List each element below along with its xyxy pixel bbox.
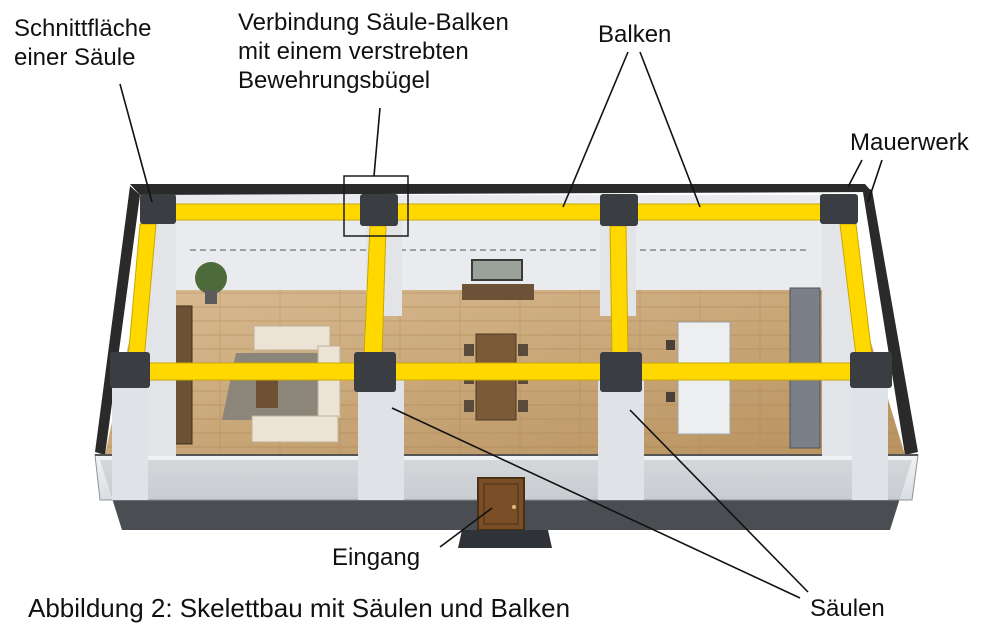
cap-back-1 [140, 194, 176, 224]
column-front-3 [598, 380, 644, 500]
column-front-2 [358, 380, 404, 500]
column-caps [110, 194, 892, 392]
leader-columns-1 [391, 407, 801, 599]
leader-masonry-2 [867, 159, 883, 203]
leader-column-section [119, 83, 153, 203]
connection-highlight-box [343, 175, 409, 237]
label-connection-line-1: Verbindung Säule-Balken [238, 9, 509, 36]
plant-pot [205, 290, 217, 304]
figure-caption: Abbildung 2: Skelettbau mit Säulen und B… [28, 593, 571, 623]
wall-picture [471, 259, 523, 281]
sofa-back [253, 325, 331, 351]
cap-back-4 [820, 194, 858, 224]
entrance-step [458, 530, 552, 548]
left-wall [95, 186, 140, 455]
leader-connection [373, 107, 381, 177]
right-wall [862, 186, 918, 455]
label-masonry: Mauerwerk [850, 129, 969, 156]
cap-front-1 [110, 352, 150, 388]
leader-columns-2 [629, 409, 809, 593]
label-columns: Säulen [810, 595, 885, 622]
label-entrance: Eingang [332, 544, 421, 571]
entrance-door [477, 477, 525, 531]
sofa-side [317, 345, 341, 419]
leader-beam-2 [639, 51, 701, 208]
label-connection-line-3: Bewehrungsbügel [238, 67, 431, 94]
column-front-4 [852, 378, 888, 500]
label-column-section-line-2: einer Säule [14, 44, 136, 71]
beam-front [139, 362, 861, 381]
label-column-section-line-1: Schnittfläche [14, 15, 152, 42]
cap-front-2 [354, 352, 396, 392]
sofa-front [251, 415, 339, 443]
cap-back-2 [360, 194, 398, 226]
leader-masonry-1 [847, 159, 863, 188]
label-beams: Balken [598, 21, 672, 48]
top-wall [130, 184, 872, 195]
beam-back [169, 203, 833, 221]
leader-lines [119, 51, 883, 599]
leader-entrance [439, 507, 493, 548]
label-connection-line-2: mit einem verstrebten [238, 38, 469, 65]
sideboard [462, 284, 534, 300]
leader-beam-1 [562, 51, 629, 208]
coffee-table [256, 378, 278, 408]
column-front-1 [112, 378, 148, 500]
label-column-section: Schnittfläche einer Säule [14, 14, 151, 72]
cap-front-3 [600, 352, 642, 392]
door-panel [483, 483, 519, 525]
cap-front-4 [850, 352, 892, 388]
beam-cross-2 [609, 225, 629, 357]
plant [195, 262, 227, 294]
beams [127, 203, 873, 381]
cap-back-3 [600, 194, 638, 226]
door-knob [512, 505, 516, 509]
label-connection: Verbindung Säule-Balken mit einem verstr… [238, 8, 509, 95]
